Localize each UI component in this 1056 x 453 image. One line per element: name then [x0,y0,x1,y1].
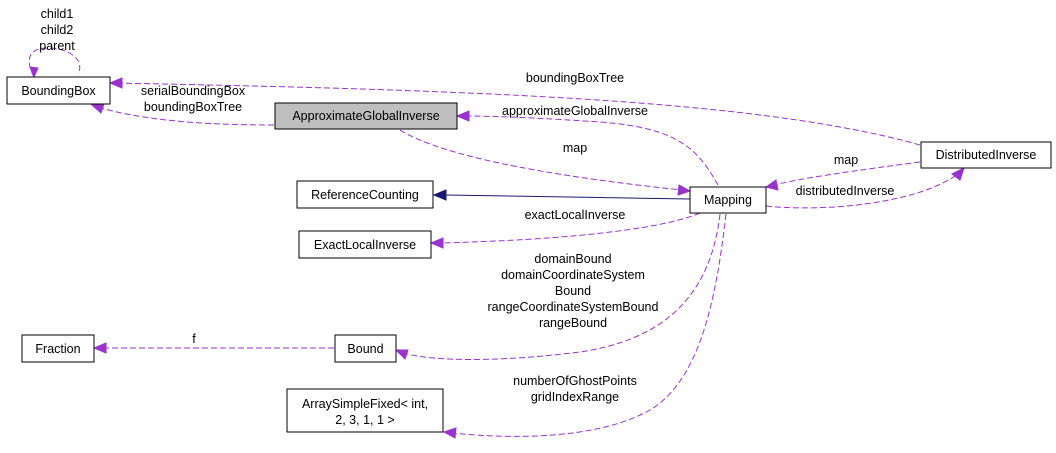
node-label-line: ReferenceCounting [311,188,419,202]
edge-bounding-box-self [28,47,81,79]
edge-label-line: serialBoundingBox [141,84,246,98]
node-label-line: DistributedInverse [936,148,1037,162]
node-reference-counting-label: ReferenceCounting [311,188,419,202]
edge-distributed-to-mapping [764,161,921,191]
node-fraction[interactable]: Fraction [21,334,95,363]
edge-label-line: child1 [41,7,74,21]
edge-mapping-to-bound [394,213,721,360]
edge-label-array-from-mapping: numberOfGhostPoints gridIndexRange [513,374,637,404]
edge-distributed-to-bounding-box [108,77,921,146]
edge-label-line: exactLocalInverse [525,208,626,222]
edge-label-bounding-box-from-approximate: serialBoundingBox boundingBoxTree [141,84,246,114]
node-array-simple-fixed[interactable]: ArraySimpleFixed< int, 2, 3, 1, 1 > [286,388,444,433]
edge-label-bounding-box-self: child1 child2 parent [39,7,75,53]
edge-label-line: map [834,153,858,167]
edge-mapping-to-exact [429,212,701,249]
edge-label-line: rangeBound [539,316,607,330]
edge-bound-to-fraction [92,342,334,354]
edge-label-line: f [192,332,196,346]
edge-label-line: Bound [555,284,591,298]
edge-label-line: boundingBoxTree [526,71,624,85]
node-distributed-inverse-label: DistributedInverse [936,148,1037,162]
edge-approximate-to-mapping [399,129,692,196]
edge-label-line: boundingBoxTree [144,100,242,114]
node-label-line: Mapping [704,193,752,207]
node-label-line: ExactLocalInverse [314,238,416,252]
edge-mapping-inherits-reference-counting [432,189,691,201]
node-label-line: ApproximateGlobalInverse [292,109,439,123]
node-bound-label: Bound [347,342,383,356]
edge-label-line: approximateGlobalInverse [502,104,648,118]
node-approximate-global-inverse-label: ApproximateGlobalInverse [292,109,439,123]
edge-label-mapping-from-distributed: map [834,153,858,167]
edge-mapping-to-distributed [765,167,965,209]
edge-label-line: numberOfGhostPoints [513,374,637,388]
node-label-line: BoundingBox [21,84,96,98]
edge-label-exact-from-mapping: exactLocalInverse [525,208,626,222]
edge-label-approximate-from-mapping: approximateGlobalInverse [502,104,648,118]
node-reference-counting[interactable]: ReferenceCounting [296,180,434,209]
node-approximate-global-inverse[interactable]: ApproximateGlobalInverse [274,102,458,130]
node-exact-local-inverse-label: ExactLocalInverse [314,238,416,252]
edge-label-line: parent [39,39,75,53]
node-bound[interactable]: Bound [334,334,397,363]
edge-label-line: gridIndexRange [531,390,619,404]
edge-mapping-to-approximate [455,110,719,186]
edge-label-line: domainBound [534,252,611,266]
node-label-line: 2, 3, 1, 1 > [335,413,394,427]
edge-label-fraction-from-bound: f [192,332,196,346]
node-label-line: Fraction [35,342,80,356]
node-label-line: Bound [347,342,383,356]
edge-label-distributed-from-mapping: distributedInverse [796,184,895,198]
edge-label-line: domainCoordinateSystem [501,268,645,282]
node-array-simple-fixed-label: ArraySimpleFixed< int, 2, 3, 1, 1 > [302,397,428,427]
node-label-line: ArraySimpleFixed< int, [302,397,428,411]
edge-label-bounding-box-from-distributed: boundingBoxTree [526,71,624,85]
edge-label-line: map [563,141,587,155]
edge-label-line: distributedInverse [796,184,895,198]
edge-label-line: rangeCoordinateSystemBound [488,300,659,314]
edge-label-mapping-from-approximate: map [563,141,587,155]
edge-label-line: child2 [41,23,74,37]
node-bounding-box-label: BoundingBox [21,84,96,98]
node-mapping[interactable]: Mapping [689,186,767,214]
edge-mapping-to-array [442,213,727,439]
node-fraction-label: Fraction [35,342,80,356]
node-distributed-inverse[interactable]: DistributedInverse [920,141,1052,169]
node-bounding-box[interactable]: BoundingBox [6,76,111,105]
node-mapping-label: Mapping [704,193,752,207]
node-exact-local-inverse[interactable]: ExactLocalInverse [298,230,432,259]
